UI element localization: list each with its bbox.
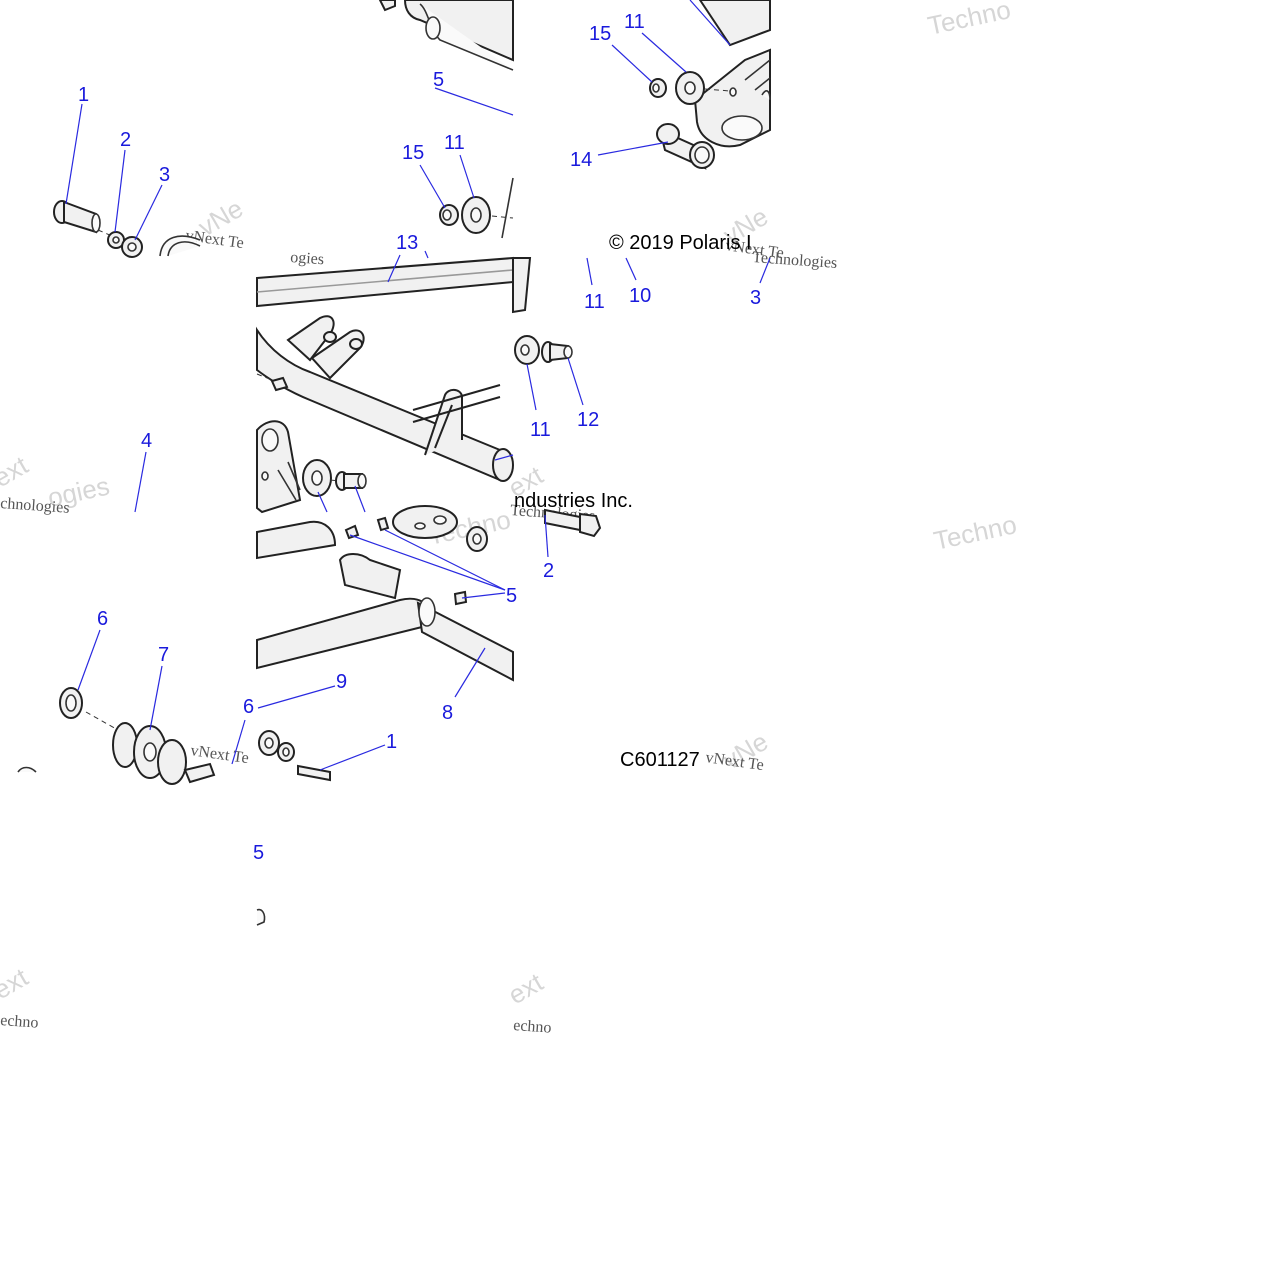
washer-bolt-mid-lower <box>302 459 367 497</box>
callout-11-lower-right: 11 <box>530 419 551 441</box>
callout-5-center: 5 <box>506 585 517 607</box>
washer-bolt-right-mid <box>512 257 573 365</box>
bushing-sleeve-14 <box>656 123 715 170</box>
upper-link-right <box>693 0 771 148</box>
watermark-technologies-serif-1: ogies <box>290 249 325 268</box>
bolt-upper-left <box>53 200 101 234</box>
bushing-lower-left <box>112 722 216 785</box>
callout-5-left: 5 <box>253 842 264 864</box>
watermark-technologies-serif-2: Technologies <box>752 249 838 272</box>
callout-15-mid: 15 <box>402 142 424 164</box>
washer-bolt-right-upper <box>649 71 731 105</box>
callout-1-lower: 1 <box>386 731 397 753</box>
watermark-chnologies-serif: chnologies <box>0 495 70 517</box>
watermark-echno-serif-1: echno <box>0 1012 39 1032</box>
partial-washer-bottom <box>256 908 266 926</box>
callout-11-mid: 11 <box>444 132 465 154</box>
callout-5-upper: 5 <box>433 69 444 91</box>
callout-6-left: 6 <box>97 608 108 630</box>
leader-lines <box>65 0 771 771</box>
copyright-line-b: ndustries Inc. <box>514 490 633 512</box>
callout-3-right: 3 <box>750 287 761 309</box>
callout-11-right-mid: 11 <box>584 291 605 313</box>
copyright-line-a: © 2019 Polaris I <box>609 232 752 254</box>
grease-fitting-mid <box>256 373 289 392</box>
pivot-bracket-mid <box>256 420 302 514</box>
caption-layer: © 2019 Polaris I ndustries Inc. C601127 <box>514 232 752 771</box>
washer-lower-mid <box>258 730 331 782</box>
callout-8: 8 <box>442 702 453 724</box>
watermark-ext-bottom-center: ext <box>503 966 549 1010</box>
callout-labels: 1 2 3 4 5 6 7 9 6 1 8 5 2 13 15 11 15 11… <box>78 11 761 864</box>
upper-a-arm-end <box>378 0 514 71</box>
callout-4: 4 <box>141 430 152 452</box>
callout-1-upper-left: 1 <box>78 84 89 106</box>
washer-large-upper-left <box>121 236 143 258</box>
callout-11-right-upper: 11 <box>624 11 645 33</box>
callout-2-upper-left: 2 <box>120 129 131 151</box>
callout-10: 10 <box>629 285 651 307</box>
watermark-techno-right: Techno <box>931 509 1019 556</box>
callout-12: 12 <box>577 409 599 431</box>
callout-7: 7 <box>158 644 169 666</box>
callout-9: 9 <box>336 671 347 693</box>
watermark-ext-left: ext <box>0 449 34 493</box>
callout-15-right: 15 <box>589 23 611 45</box>
watermark-techno-top-right: Techno <box>925 0 1013 41</box>
callout-13: 13 <box>396 232 418 254</box>
washer-lower-left <box>59 687 83 719</box>
diagram-code: C601127 <box>620 749 700 771</box>
flange-plate-center <box>392 505 488 552</box>
callout-3-upper-left: 3 <box>159 164 170 186</box>
callout-6-center: 6 <box>243 696 254 718</box>
callout-2-center: 2 <box>543 560 554 582</box>
watermark-ext-bottom-left: ext <box>0 961 34 1005</box>
lower-a-arm-crossbar <box>256 315 514 482</box>
watermark-echno-serif-2: echno <box>513 1017 552 1037</box>
bolt-center-right <box>544 508 602 538</box>
lower-a-arm-tubes <box>256 516 514 682</box>
washer-bolt-mid-upper <box>439 177 514 239</box>
line-art-layer <box>17 0 771 926</box>
watermark-layer: Techno Techno Techno vNe ext ogies vNe e… <box>0 0 1019 1037</box>
callout-14: 14 <box>570 149 592 171</box>
watermark-vnext-serif-3: vNext Te <box>189 742 249 767</box>
